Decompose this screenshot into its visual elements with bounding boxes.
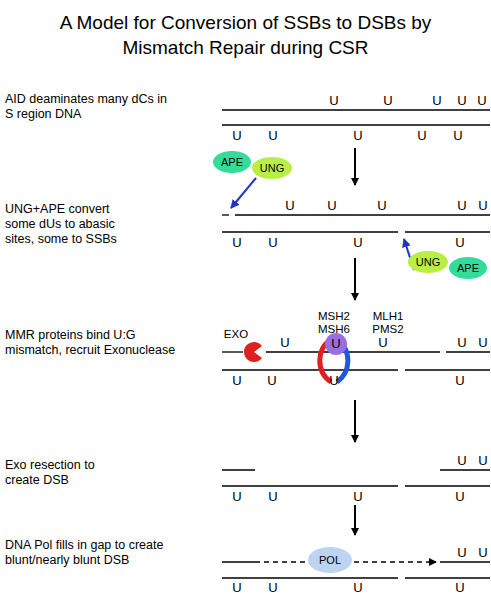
uracil-mark: U <box>353 490 362 504</box>
uracil-mark: U <box>455 581 464 595</box>
uracil-mark: U <box>329 374 338 388</box>
uracil-mark: U <box>417 129 426 143</box>
protein-label: MLH1 <box>373 310 404 323</box>
step-description: DNA Pol fills in gap to create blunt/nea… <box>5 538 200 568</box>
uracil-mark: U <box>478 546 487 560</box>
protein-label: MSH2 <box>318 310 350 323</box>
enzyme-oval: APE <box>449 257 487 279</box>
enzyme-oval: UNG <box>408 251 448 273</box>
uracil-mark: U <box>457 199 466 213</box>
uracil-mark: U <box>478 336 487 350</box>
enzyme-name: APE <box>221 156 243 168</box>
uracil-mark: U <box>280 336 289 350</box>
uracil-mark: U <box>329 94 338 108</box>
enzyme-oval: UNG <box>252 157 292 179</box>
protein-label: MSH6 <box>318 323 350 336</box>
uracil-mark: U <box>232 236 241 250</box>
uracil-mark: U <box>457 454 466 468</box>
uracil-mark: U <box>331 337 340 351</box>
uracil-mark: U <box>232 581 241 595</box>
uracil-mark: U <box>232 374 241 388</box>
step-description: Exo resection to create DSB <box>5 458 130 488</box>
enzyme-name: APE <box>457 262 479 274</box>
enzyme-oval: APE <box>213 151 251 173</box>
uracil-mark: U <box>453 129 462 143</box>
uracil-mark: U <box>268 581 277 595</box>
uracil-mark: U <box>478 454 487 468</box>
enzyme-name: POL <box>319 554 341 566</box>
uracil-mark: U <box>353 581 362 595</box>
enzyme-name: UNG <box>416 256 440 268</box>
uracil-mark: U <box>432 94 441 108</box>
uracil-mark: U <box>327 199 336 213</box>
uracil-mark: U <box>268 490 277 504</box>
enzyme-oval: POL <box>308 547 352 573</box>
uracil-mark: U <box>383 94 392 108</box>
protein-label: EXO <box>224 328 248 341</box>
uracil-mark: U <box>267 374 276 388</box>
step-description: AID deaminates many dCs in S region DNA <box>5 92 170 122</box>
uracil-mark: U <box>353 236 362 250</box>
uracil-mark: U <box>232 129 241 143</box>
uracil-mark: U <box>457 546 466 560</box>
uracil-mark: U <box>232 490 241 504</box>
uracil-mark: U <box>457 336 466 350</box>
enzyme-name: UNG <box>260 162 284 174</box>
uracil-mark: U <box>477 94 486 108</box>
step-description: UNG+APE convert some dUs to abasic sites… <box>5 202 140 247</box>
uracil-mark: U <box>353 129 362 143</box>
uracil-mark: U <box>268 236 277 250</box>
uracil-mark: U <box>455 374 464 388</box>
uracil-mark: U <box>457 94 466 108</box>
uracil-mark: U <box>268 129 277 143</box>
diagram-title: A Model for Conversion of SSBs to DSBs b… <box>48 10 443 60</box>
uracil-mark: U <box>378 336 387 350</box>
uracil-mark: U <box>285 199 294 213</box>
uracil-mark: U <box>377 199 386 213</box>
uracil-mark: U <box>455 236 464 250</box>
uracil-mark: U <box>478 199 487 213</box>
uracil-mark: U <box>455 490 464 504</box>
protein-label: PMS2 <box>372 323 403 336</box>
step-description: MMR proteins bind U:G mismatch, recruit … <box>5 328 195 358</box>
